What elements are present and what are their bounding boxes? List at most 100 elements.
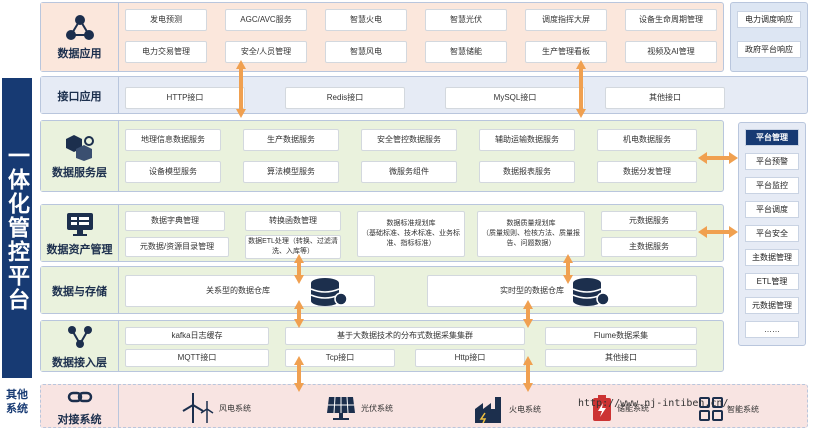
service-item[interactable]: 辅助运输数据服务 bbox=[479, 129, 575, 151]
ingest-item[interactable]: MQTT接口 bbox=[125, 349, 269, 367]
system-item-pv[interactable]: 光伏系统 bbox=[325, 395, 393, 421]
cubes-icon bbox=[63, 132, 97, 162]
asset-item[interactable]: 数据ETL处理（转换、过滤清洗、入库等） bbox=[245, 235, 341, 259]
layer-data-asset: 数据资产管理 数据字典管理 转换函数管理 数据标准规划库 （基础标准、技术标准、… bbox=[40, 204, 724, 262]
service-item[interactable]: 数据报表服务 bbox=[479, 161, 575, 183]
layer-label-connected: 对接系统 bbox=[41, 385, 119, 427]
power-plant-icon bbox=[475, 397, 501, 423]
right-management-panel: 平台管理 平台预警 平台监控 平台调度 平台安全 主数据管理 ETL管理 元数据… bbox=[738, 122, 806, 346]
service-item[interactable]: 数据分发管理 bbox=[597, 161, 697, 183]
service-item[interactable]: 算法模型服务 bbox=[243, 161, 339, 183]
layer-interface-application: 接口应用 HTTP接口 Redis接口 MySQL接口 其他接口 bbox=[40, 76, 808, 114]
layer-data-application: 数据应用 发电预测 AGC/AVC服务 智慧火电 智慧光伏 调度指挥大屏 设备生… bbox=[40, 2, 724, 72]
relational-warehouse-label: 关系型的数据仓库 bbox=[206, 286, 270, 295]
ingest-item[interactable]: Tcp接口 bbox=[285, 349, 395, 367]
system-item-smart[interactable]: 智能系统 bbox=[699, 397, 759, 421]
right-mgmt-item[interactable]: …… bbox=[745, 321, 799, 338]
asset-item[interactable]: 转换函数管理 bbox=[245, 211, 341, 231]
solar-panel-icon bbox=[327, 396, 355, 420]
ingest-item[interactable]: Http接口 bbox=[415, 349, 525, 367]
app-item[interactable]: 智慧风电 bbox=[325, 41, 407, 63]
layer-title: 数据服务层 bbox=[52, 167, 107, 179]
link-icon bbox=[63, 385, 97, 409]
service-item[interactable]: 机电数据服务 bbox=[597, 129, 697, 151]
right-top-panel: 电力调度响应 政府平台响应 bbox=[730, 2, 808, 72]
app-item[interactable]: 调度指挥大屏 bbox=[525, 9, 607, 31]
flow-arrow-storage-ingest-right bbox=[523, 300, 533, 328]
service-item[interactable]: 地理信息数据服务 bbox=[125, 129, 221, 151]
api-item[interactable]: 其他接口 bbox=[605, 87, 725, 109]
system-label: 智能系统 bbox=[727, 404, 759, 414]
app-item[interactable]: 智慧光伏 bbox=[425, 9, 507, 31]
layer-label-service: 数据服务层 bbox=[41, 121, 119, 191]
layer-data-service: 数据服务层 地理信息数据服务 生产数据服务 安全管控数据服务 辅助运输数据服务 … bbox=[40, 120, 724, 192]
realtime-warehouse[interactable]: 实时型的数据仓库 bbox=[427, 275, 697, 307]
layer-title: 数据接入层 bbox=[52, 357, 107, 369]
layer-label-asset: 数据资产管理 bbox=[41, 205, 119, 261]
layer-title: 对接系统 bbox=[57, 414, 102, 426]
asset-item[interactable]: 主数据服务 bbox=[601, 237, 697, 257]
service-item[interactable]: 微服务组件 bbox=[361, 161, 457, 183]
service-item[interactable]: 设备模型服务 bbox=[125, 161, 221, 183]
app-item[interactable]: 安全/人员管理 bbox=[225, 41, 307, 63]
system-item-thermal[interactable]: 火电系统 bbox=[473, 395, 541, 423]
right-mgmt-item[interactable]: 平台调度 bbox=[745, 201, 799, 218]
app-item[interactable]: 设备生命周期管理 bbox=[625, 9, 717, 31]
right-mgmt-item[interactable]: 元数据管理 bbox=[745, 297, 799, 314]
right-top-item[interactable]: 电力调度响应 bbox=[737, 11, 801, 28]
system-item-wind[interactable]: 风电系统 bbox=[181, 393, 251, 423]
ingest-item[interactable]: 基于大数据技术的分布式数据采集集群 bbox=[285, 327, 525, 345]
app-item[interactable]: 智慧火电 bbox=[325, 9, 407, 31]
database-icon bbox=[309, 277, 349, 312]
ingest-item[interactable]: Flume数据采集 bbox=[545, 327, 697, 345]
flow-arrow-app-api-right bbox=[576, 60, 586, 118]
ingest-item[interactable]: kafka日志缓存 bbox=[125, 327, 269, 345]
app-item[interactable]: 发电预测 bbox=[125, 9, 207, 31]
layer-connected-systems: 对接系统 风电系统 光伏系统 火电系统 储能系统 智能系统 bbox=[40, 384, 808, 428]
system-label: 光伏系统 bbox=[361, 403, 393, 413]
service-item[interactable]: 生产数据服务 bbox=[243, 129, 339, 151]
data-quality-library[interactable]: 数据质量规划库 （质量规则、检核方法、质量报告、问题数据） bbox=[477, 211, 585, 257]
monitor-grid-icon bbox=[63, 209, 97, 239]
layer-label-data-application: 数据应用 bbox=[41, 3, 119, 71]
app-item[interactable]: 生产管理看板 bbox=[525, 41, 607, 63]
network-nodes-icon bbox=[63, 13, 97, 43]
layer-label-ingestion: 数据接入层 bbox=[41, 321, 119, 371]
api-item[interactable]: HTTP接口 bbox=[125, 87, 245, 109]
flow-arrow-asset-mgmt bbox=[698, 226, 738, 238]
app-item[interactable]: 视频及AI管理 bbox=[625, 41, 717, 63]
system-label: 风电系统 bbox=[219, 403, 251, 413]
service-item[interactable]: 安全管控数据服务 bbox=[361, 129, 457, 151]
asset-item[interactable]: 数据字典管理 bbox=[125, 211, 225, 231]
realtime-warehouse-label: 实时型的数据仓库 bbox=[500, 286, 564, 295]
system-label: 储能系统 bbox=[617, 403, 649, 413]
layer-storage: 数据与存储 关系型的数据仓库 实时型的数据仓库 bbox=[40, 266, 724, 314]
battery-icon bbox=[593, 395, 611, 421]
flow-arrow-ingest-systems-right bbox=[523, 356, 533, 392]
right-mgmt-item[interactable]: ETL管理 bbox=[745, 273, 799, 290]
right-mgmt-item[interactable]: 平台预警 bbox=[745, 153, 799, 170]
api-item[interactable]: MySQL接口 bbox=[445, 87, 585, 109]
api-item[interactable]: Redis接口 bbox=[285, 87, 405, 109]
app-item[interactable]: 电力交易管理 bbox=[125, 41, 207, 63]
platform-management-tab[interactable]: 平台管理 bbox=[745, 129, 799, 146]
flow-arrow-service-mgmt bbox=[698, 152, 738, 164]
layer-title: 数据与存储 bbox=[52, 286, 107, 298]
layer-data-ingestion: 数据接入层 kafka日志缓存 基于大数据技术的分布式数据采集集群 Flume数… bbox=[40, 320, 724, 372]
layer-title: 数据资产管理 bbox=[46, 244, 113, 256]
platform-title: 一体化管控平台 bbox=[2, 78, 32, 378]
right-mgmt-item[interactable]: 平台监控 bbox=[745, 177, 799, 194]
app-item[interactable]: 智慧储能 bbox=[425, 41, 507, 63]
data-standard-library[interactable]: 数据标准规划库 （基础标准、技术标准、业务标准、指标标准） bbox=[357, 211, 465, 257]
ingest-item[interactable]: 其他接口 bbox=[545, 349, 697, 367]
layer-title: 接口应用 bbox=[57, 91, 102, 103]
right-top-item[interactable]: 政府平台响应 bbox=[737, 41, 801, 58]
database-icon bbox=[571, 277, 611, 312]
layer-title: 数据应用 bbox=[57, 48, 102, 60]
asset-item[interactable]: 元数据/资源目录管理 bbox=[125, 237, 229, 257]
system-item-storage[interactable]: 储能系统 bbox=[591, 395, 649, 421]
asset-item[interactable]: 元数据服务 bbox=[601, 211, 697, 231]
app-item[interactable]: AGC/AVC服务 bbox=[225, 9, 307, 31]
right-mgmt-item[interactable]: 主数据管理 bbox=[745, 249, 799, 266]
right-mgmt-item[interactable]: 平台安全 bbox=[745, 225, 799, 242]
